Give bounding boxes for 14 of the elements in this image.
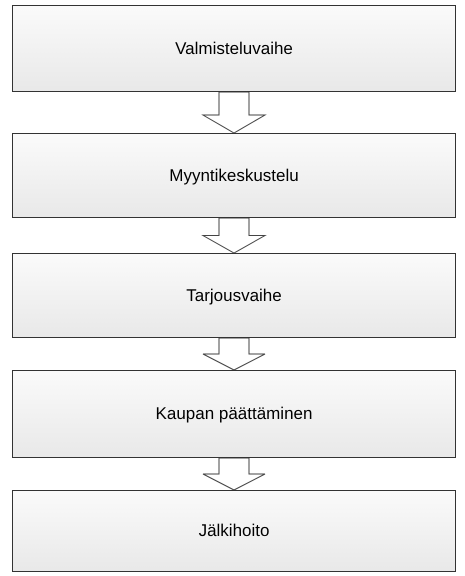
step-label: Jälkihoito [198,521,270,541]
block-arrow [202,338,266,371]
process-box [12,370,456,458]
step-label: Myyntikeskustelu [169,166,299,186]
block-arrow [201,92,267,134]
process-box [12,5,456,92]
step-label: Tarjousvaihe [186,286,282,306]
process-box [12,133,456,218]
process-box [12,490,456,572]
step-label: Valmisteluvaihe [175,38,293,58]
block-arrow [201,218,267,254]
block-arrow [202,458,266,491]
process-box [12,253,456,338]
step-label: Kaupan päättäminen [156,404,312,424]
